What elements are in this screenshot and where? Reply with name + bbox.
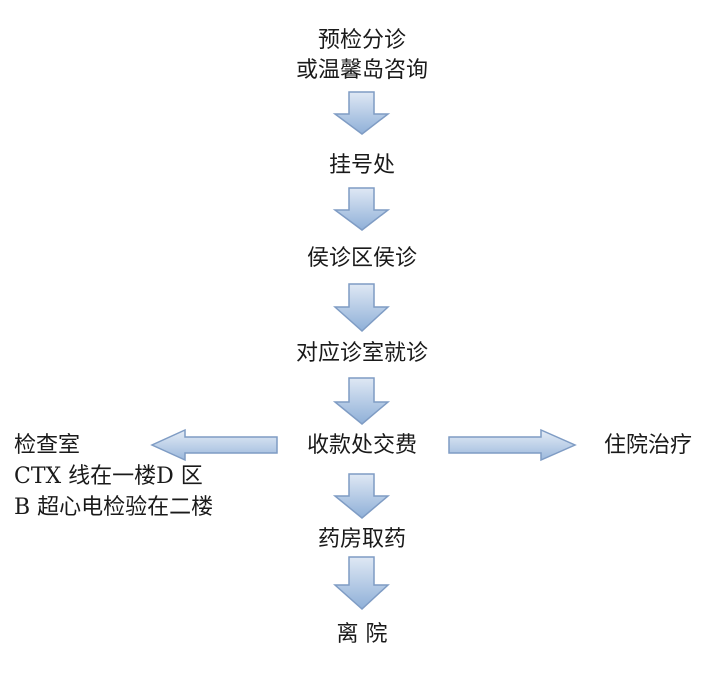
down-arrow-1 <box>332 91 391 135</box>
down-arrow-2 <box>332 187 391 231</box>
down-arrow-6 <box>333 556 390 611</box>
step-triage-line1: 预检分诊 <box>317 28 407 53</box>
down-arrow-4 <box>332 377 391 425</box>
exam-room-title: 检查室 <box>14 433 81 458</box>
step-pharmacy: 药房取药 <box>317 527 407 552</box>
step-leave: 离 院 <box>336 622 388 647</box>
exam-room-ct-x: CTX 线在一楼D 区 <box>14 464 203 489</box>
step-consult: 对应诊室就诊 <box>295 341 429 366</box>
exam-room-ultrasound: B 超心电检验在二楼 <box>14 495 214 520</box>
step-payment: 收款处交费 <box>306 433 418 458</box>
step-waiting: 侯诊区侯诊 <box>306 246 418 271</box>
down-arrow-3 <box>333 283 390 333</box>
hospitalization-label: 住院治疗 <box>604 433 693 458</box>
left-arrow <box>150 428 278 462</box>
step-registration: 挂号处 <box>328 153 396 178</box>
right-arrow <box>448 428 577 462</box>
down-arrow-5 <box>332 473 391 519</box>
step-triage-line2: 或温馨岛咨询 <box>295 58 429 83</box>
